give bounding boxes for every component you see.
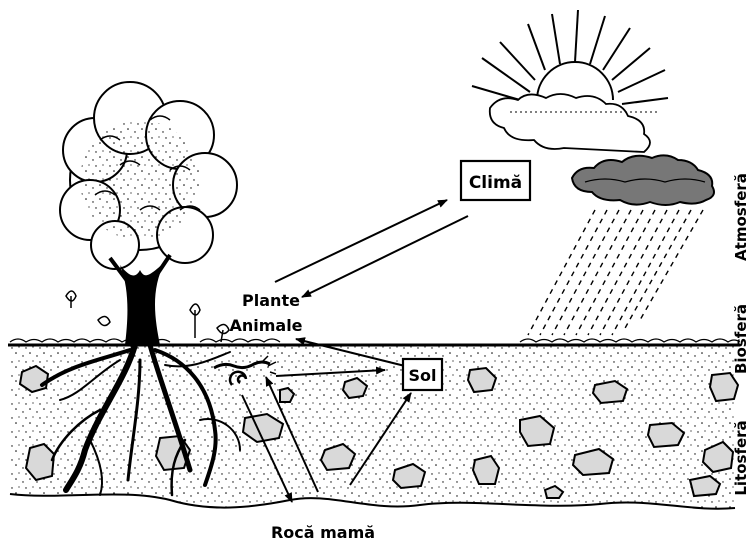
- rain-cloud: [572, 155, 714, 205]
- soil-layer: [10, 345, 735, 509]
- litosfera-label: Litosferă: [732, 420, 750, 495]
- tree-canopy: [60, 82, 237, 269]
- rock: [26, 444, 54, 480]
- plante-label: Plante: [242, 291, 300, 310]
- animale-label: Animale: [229, 316, 302, 335]
- clima-box: Climă: [461, 161, 530, 200]
- arrow-plants-to-clima: [275, 200, 447, 282]
- sol-box: Sol: [403, 359, 442, 390]
- rain: [528, 210, 703, 335]
- rock: [710, 373, 738, 401]
- atmosfera-label: Atmosferă: [732, 173, 750, 261]
- sol-label: Sol: [409, 366, 437, 385]
- sun: [472, 10, 668, 104]
- clima-label: Climă: [469, 173, 522, 193]
- roca-mama-label: Rocă mamă: [271, 523, 375, 542]
- biosfera-label: Biosferă: [732, 304, 750, 374]
- ground-surface: [8, 339, 740, 345]
